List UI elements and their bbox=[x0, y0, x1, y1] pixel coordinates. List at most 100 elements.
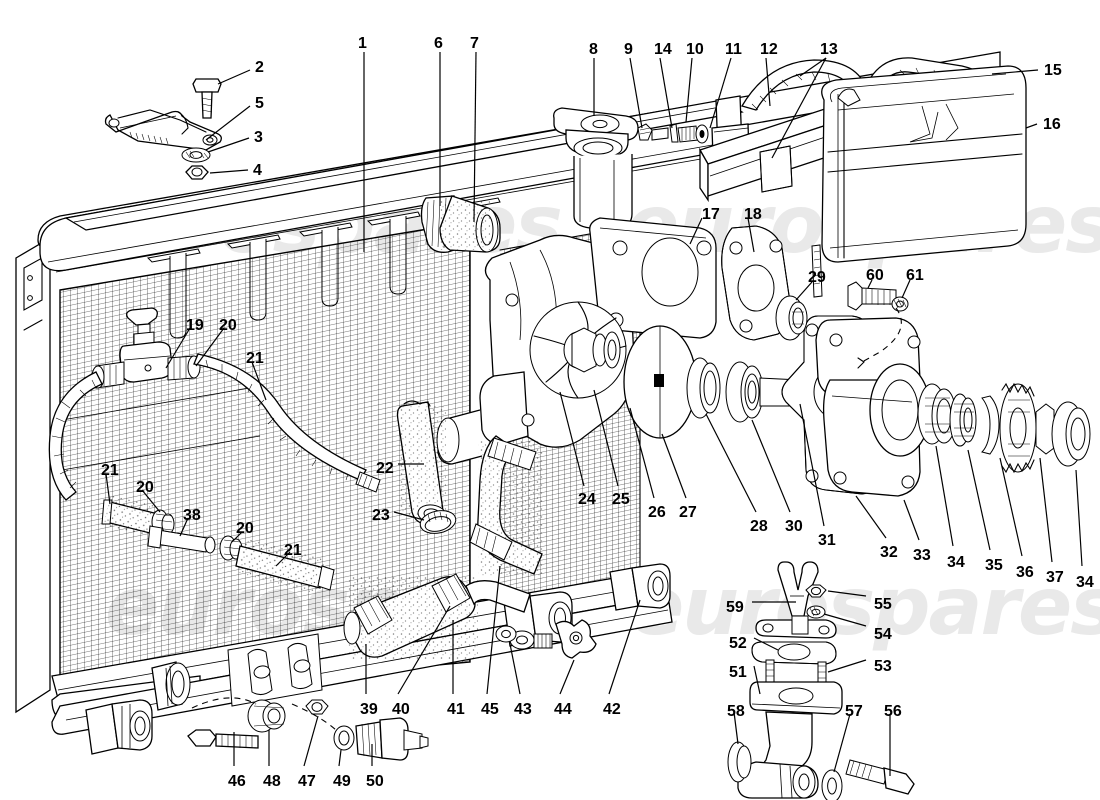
pulley-27 bbox=[623, 325, 697, 439]
spacer-34 bbox=[949, 393, 977, 447]
clamp-upper-45 bbox=[487, 437, 537, 471]
washer-3 bbox=[181, 147, 211, 163]
callout-23: 23 bbox=[372, 507, 390, 524]
sensor-plug-50 bbox=[355, 717, 429, 761]
callout-18: 18 bbox=[744, 206, 762, 223]
callout-11: 11 bbox=[725, 41, 742, 58]
callout-61: 61 bbox=[906, 267, 924, 284]
bypass-hose-21 bbox=[48, 353, 381, 501]
callout-28: 28 bbox=[750, 518, 768, 535]
callout-48: 48 bbox=[263, 773, 281, 790]
bolt-60-install-path bbox=[861, 307, 902, 363]
nut-4 bbox=[185, 165, 209, 180]
nut-47 bbox=[305, 699, 329, 715]
flange-51 bbox=[749, 681, 843, 715]
callout-33: 33 bbox=[913, 547, 931, 564]
callout-3: 3 bbox=[254, 129, 263, 146]
callout-2: 2 bbox=[255, 59, 264, 76]
thermostat-pipe-body bbox=[737, 711, 819, 799]
callout-14: 14 bbox=[654, 41, 672, 58]
callout-22: 22 bbox=[376, 460, 394, 477]
callout-15: 15 bbox=[1044, 62, 1062, 79]
callout-5: 5 bbox=[255, 95, 264, 112]
callout-30: 30 bbox=[785, 518, 803, 535]
callout-52: 52 bbox=[729, 635, 747, 652]
clamp-23 bbox=[419, 510, 457, 534]
watermark-bottom-right: eurospares bbox=[630, 560, 1100, 653]
drain-tap-19 bbox=[91, 307, 201, 389]
callout-36: 36 bbox=[1016, 564, 1034, 581]
callout-12: 12 bbox=[760, 41, 778, 58]
bearing-30 bbox=[725, 361, 764, 423]
callout-19: 19 bbox=[186, 317, 204, 334]
washer-54 bbox=[806, 605, 826, 619]
radiator-lower-outlet-left bbox=[85, 699, 153, 755]
callout-7: 7 bbox=[470, 35, 479, 52]
callout-20: 20 bbox=[219, 317, 237, 334]
bolt-2 bbox=[192, 78, 222, 119]
callout-55: 55 bbox=[874, 596, 892, 613]
callout-34b: 34 bbox=[1076, 574, 1094, 591]
radiator-lower-outlet-mid bbox=[151, 661, 191, 711]
callout-49: 49 bbox=[333, 773, 351, 790]
callout-21c: 21 bbox=[284, 542, 302, 559]
washer-61 bbox=[891, 296, 909, 312]
callout-1: 1 bbox=[358, 35, 367, 52]
callout-45: 45 bbox=[481, 701, 499, 718]
callout-24: 24 bbox=[578, 491, 596, 508]
bracket-5 bbox=[104, 109, 222, 151]
bearing-34b bbox=[1051, 401, 1091, 467]
clamp-40 bbox=[431, 573, 471, 613]
bolt-56 bbox=[845, 759, 915, 795]
callout-47: 47 bbox=[298, 773, 316, 790]
gasket-52 bbox=[751, 641, 837, 665]
leader-lines bbox=[105, 51, 1083, 776]
callout-56: 56 bbox=[884, 703, 902, 720]
bolt-46 bbox=[187, 729, 259, 749]
callout-59: 59 bbox=[726, 599, 744, 616]
install-path-48 bbox=[191, 697, 257, 709]
mounting-bracket-group bbox=[104, 78, 222, 180]
callout-34: 34 bbox=[947, 554, 965, 571]
callout-35: 35 bbox=[985, 557, 1003, 574]
callout-25: 25 bbox=[612, 491, 630, 508]
callout-60: 60 bbox=[866, 267, 884, 284]
pipe-38 bbox=[147, 525, 216, 554]
callout-29: 29 bbox=[808, 269, 826, 286]
bearing-28 bbox=[686, 357, 721, 419]
circlip-35 bbox=[981, 395, 1000, 455]
callout-39: 39 bbox=[360, 701, 378, 718]
expansion-tank-16 bbox=[811, 57, 1027, 298]
callout-43: 43 bbox=[514, 701, 532, 718]
washer-49 bbox=[333, 725, 355, 751]
callout-38: 38 bbox=[183, 507, 201, 524]
bushing-48 bbox=[247, 699, 286, 733]
callout-6: 6 bbox=[434, 35, 443, 52]
washer-43 bbox=[495, 625, 517, 643]
callout-13: 13 bbox=[820, 41, 838, 58]
install-path-50 bbox=[291, 703, 337, 731]
callout-17: 17 bbox=[702, 206, 720, 223]
callout-27: 27 bbox=[679, 504, 697, 521]
callout-58: 58 bbox=[727, 703, 745, 720]
callout-54: 54 bbox=[874, 626, 892, 643]
callout-21b: 21 bbox=[101, 462, 119, 479]
callout-37: 37 bbox=[1046, 569, 1064, 586]
hose-22 bbox=[396, 400, 447, 525]
clamp-39 bbox=[353, 595, 393, 635]
callout-8: 8 bbox=[589, 41, 598, 58]
callout-26: 26 bbox=[648, 504, 666, 521]
short-hose-21c bbox=[219, 535, 335, 595]
callout-16: 16 bbox=[1043, 116, 1061, 133]
drain-cock-44 bbox=[509, 619, 597, 659]
pump-hub-nut bbox=[571, 327, 621, 373]
thermostat-housing-group bbox=[727, 561, 915, 800]
pump-rear-housing-33 bbox=[815, 317, 931, 497]
seal-29 bbox=[775, 295, 808, 341]
callout-42: 42 bbox=[603, 701, 621, 718]
nut-37 bbox=[1035, 403, 1055, 455]
elbow-connector-41 bbox=[465, 580, 531, 613]
gasket-18 bbox=[721, 225, 791, 341]
sprocket-36 bbox=[999, 382, 1037, 474]
